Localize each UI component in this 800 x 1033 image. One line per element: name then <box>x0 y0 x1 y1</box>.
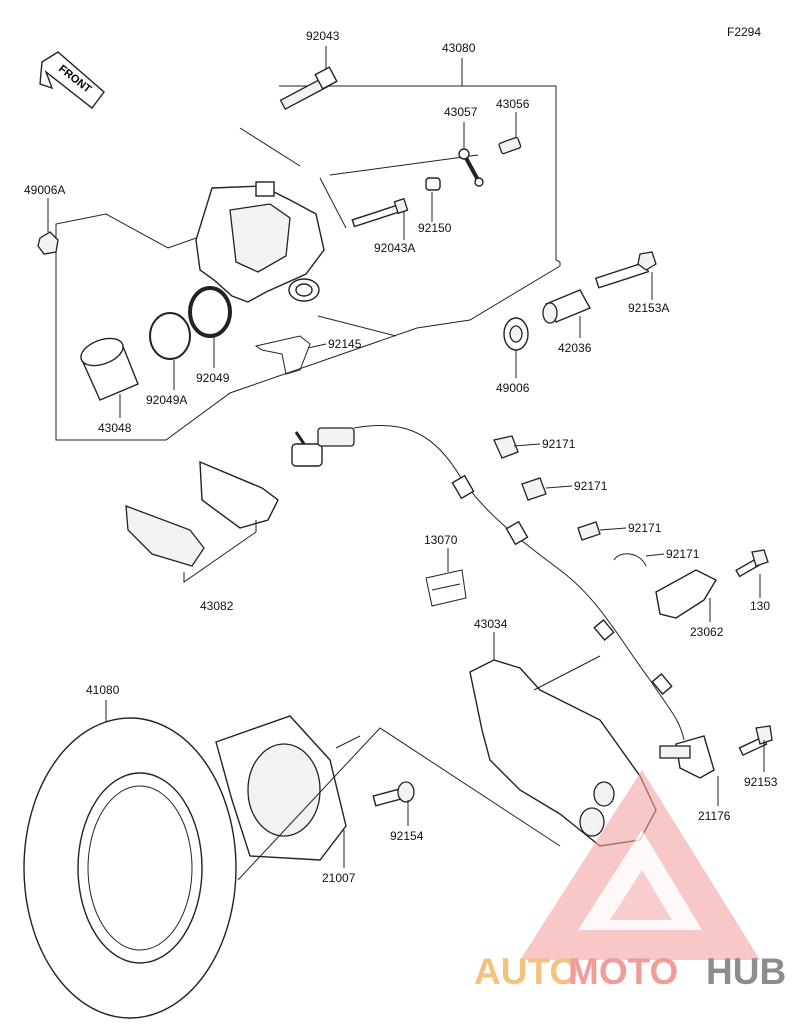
piston-43048 <box>80 337 139 401</box>
abs-rotor-21007 <box>215 715 347 861</box>
part-49006A <box>37 231 59 255</box>
clip-13070 <box>425 569 467 607</box>
assembly-frame <box>55 85 561 441</box>
clip-92171-a <box>493 435 519 459</box>
bushing-49006 <box>503 317 529 351</box>
label-43057: 43057 <box>444 105 478 119</box>
label-92171-b: 92171 <box>574 479 608 493</box>
figure-code: F2294 <box>727 25 761 39</box>
label-92049: 92049 <box>196 371 230 385</box>
front-arrow-icon: FRONT <box>39 51 105 109</box>
label-43082: 43082 <box>200 599 234 613</box>
part-43057 <box>458 148 484 187</box>
label-41080: 41080 <box>86 683 120 697</box>
label-92153A: 92153A <box>628 301 669 315</box>
label-43048: 43048 <box>98 421 132 435</box>
bolt-130 <box>735 549 769 578</box>
brake-pads-43082 <box>125 460 279 583</box>
seal-92049A <box>149 312 191 360</box>
pin-92043A <box>351 197 409 228</box>
clip-92171-b <box>521 477 547 501</box>
label-130: 130 <box>750 599 770 613</box>
clip-92145 <box>254 335 311 375</box>
label-43034: 43034 <box>474 617 508 631</box>
bracket-23062 <box>655 569 717 619</box>
brake-disc-41080 <box>23 717 237 1019</box>
watermark-logo: AUTO MOTO HUB <box>474 770 786 992</box>
label-92153: 92153 <box>744 775 778 789</box>
label-21176: 21176 <box>698 809 731 823</box>
sensor-bracket-21176 <box>659 735 715 779</box>
part-43056 <box>498 136 522 155</box>
label-92043: 92043 <box>306 29 340 43</box>
abs-sensor <box>291 427 355 467</box>
watermark-moto: MOTO <box>568 951 678 992</box>
caliper-bracket-43034 <box>469 659 657 847</box>
label-49006: 49006 <box>496 381 530 395</box>
leader-lines <box>47 46 765 881</box>
label-92171-d: 92171 <box>666 547 700 561</box>
label-21007: 21007 <box>322 871 356 885</box>
label-92171-a: 92171 <box>542 437 576 451</box>
sleeve-42036 <box>542 289 591 324</box>
label-92150: 92150 <box>418 221 452 235</box>
bolt-92154 <box>372 781 415 807</box>
part-labels: 92043 43080 43057 43056 49006A 92150 920… <box>24 29 778 885</box>
clip-92171-d <box>613 553 647 567</box>
clip-92171-c <box>577 521 601 541</box>
label-92049A: 92049A <box>146 393 187 407</box>
bolt-92153A <box>594 251 657 289</box>
label-43056: 43056 <box>496 97 530 111</box>
label-92145: 92145 <box>328 337 362 351</box>
label-23062: 23062 <box>690 625 724 639</box>
label-43080: 43080 <box>442 41 476 55</box>
label-49006A: 49006A <box>24 183 65 197</box>
seal-92049 <box>188 286 232 338</box>
sensor-harness <box>353 425 685 741</box>
caliper-body <box>195 181 325 303</box>
bolt-92043 <box>279 66 338 111</box>
label-13070: 13070 <box>424 533 458 547</box>
label-92171-c: 92171 <box>628 521 662 535</box>
label-92043A: 92043A <box>374 241 415 255</box>
label-42036: 42036 <box>558 341 592 355</box>
part-92150 <box>425 177 441 191</box>
bolt-92153 <box>738 725 773 757</box>
watermark-auto: AUTO <box>474 951 578 992</box>
label-92154: 92154 <box>390 829 424 843</box>
watermark-hub: HUB <box>706 951 786 992</box>
